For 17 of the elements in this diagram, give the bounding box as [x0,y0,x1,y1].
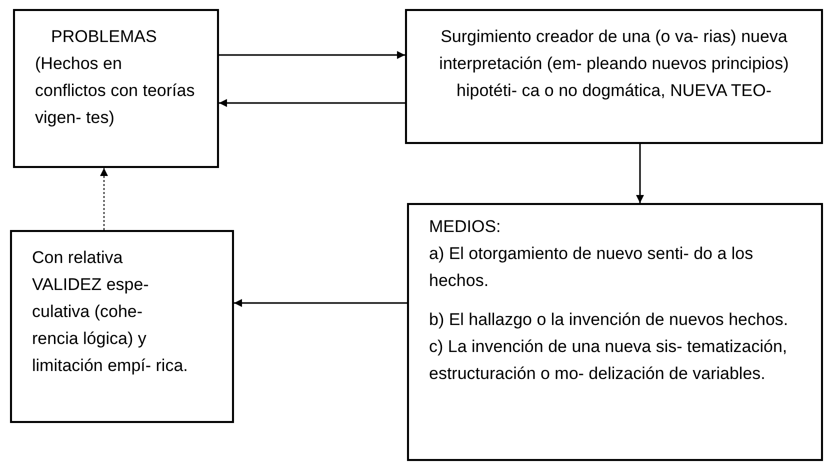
box-text: b) El hallazgo o la invención de nuevos hechos. [429,309,790,331]
box-text: (Hechos en conflictos con teorías vigen- tes) [35,53,196,129]
box-text: c) La invención de una nueva sis- tematización, estructuración o mo- delización de variables. [429,336,788,385]
box-text: PROBLEMAS [50,26,158,48]
text-box [405,9,823,144]
text-box [13,9,219,168]
arrow [636,144,644,203]
arrow [219,99,405,107]
arrow [219,51,405,59]
text-box [407,203,823,461]
box-text: a) El otorgamiento de nuevo senti- do a los hechos. [429,243,754,292]
arrow [234,299,407,307]
box-text: Surgimiento creador de una (o va- rias) nueva interpretación (em- pleando nuevos principios) hipotéti- ca o no dogmática, NUEVA TEO- [439,26,789,102]
box-text: MEDIOS: [429,216,502,238]
box-text: Con relativa VALIDEZ espe- culativa (cohe- rencia lógica) y limitación empí- rica. [32,247,189,377]
text-box [10,230,234,423]
arrow [100,168,108,230]
